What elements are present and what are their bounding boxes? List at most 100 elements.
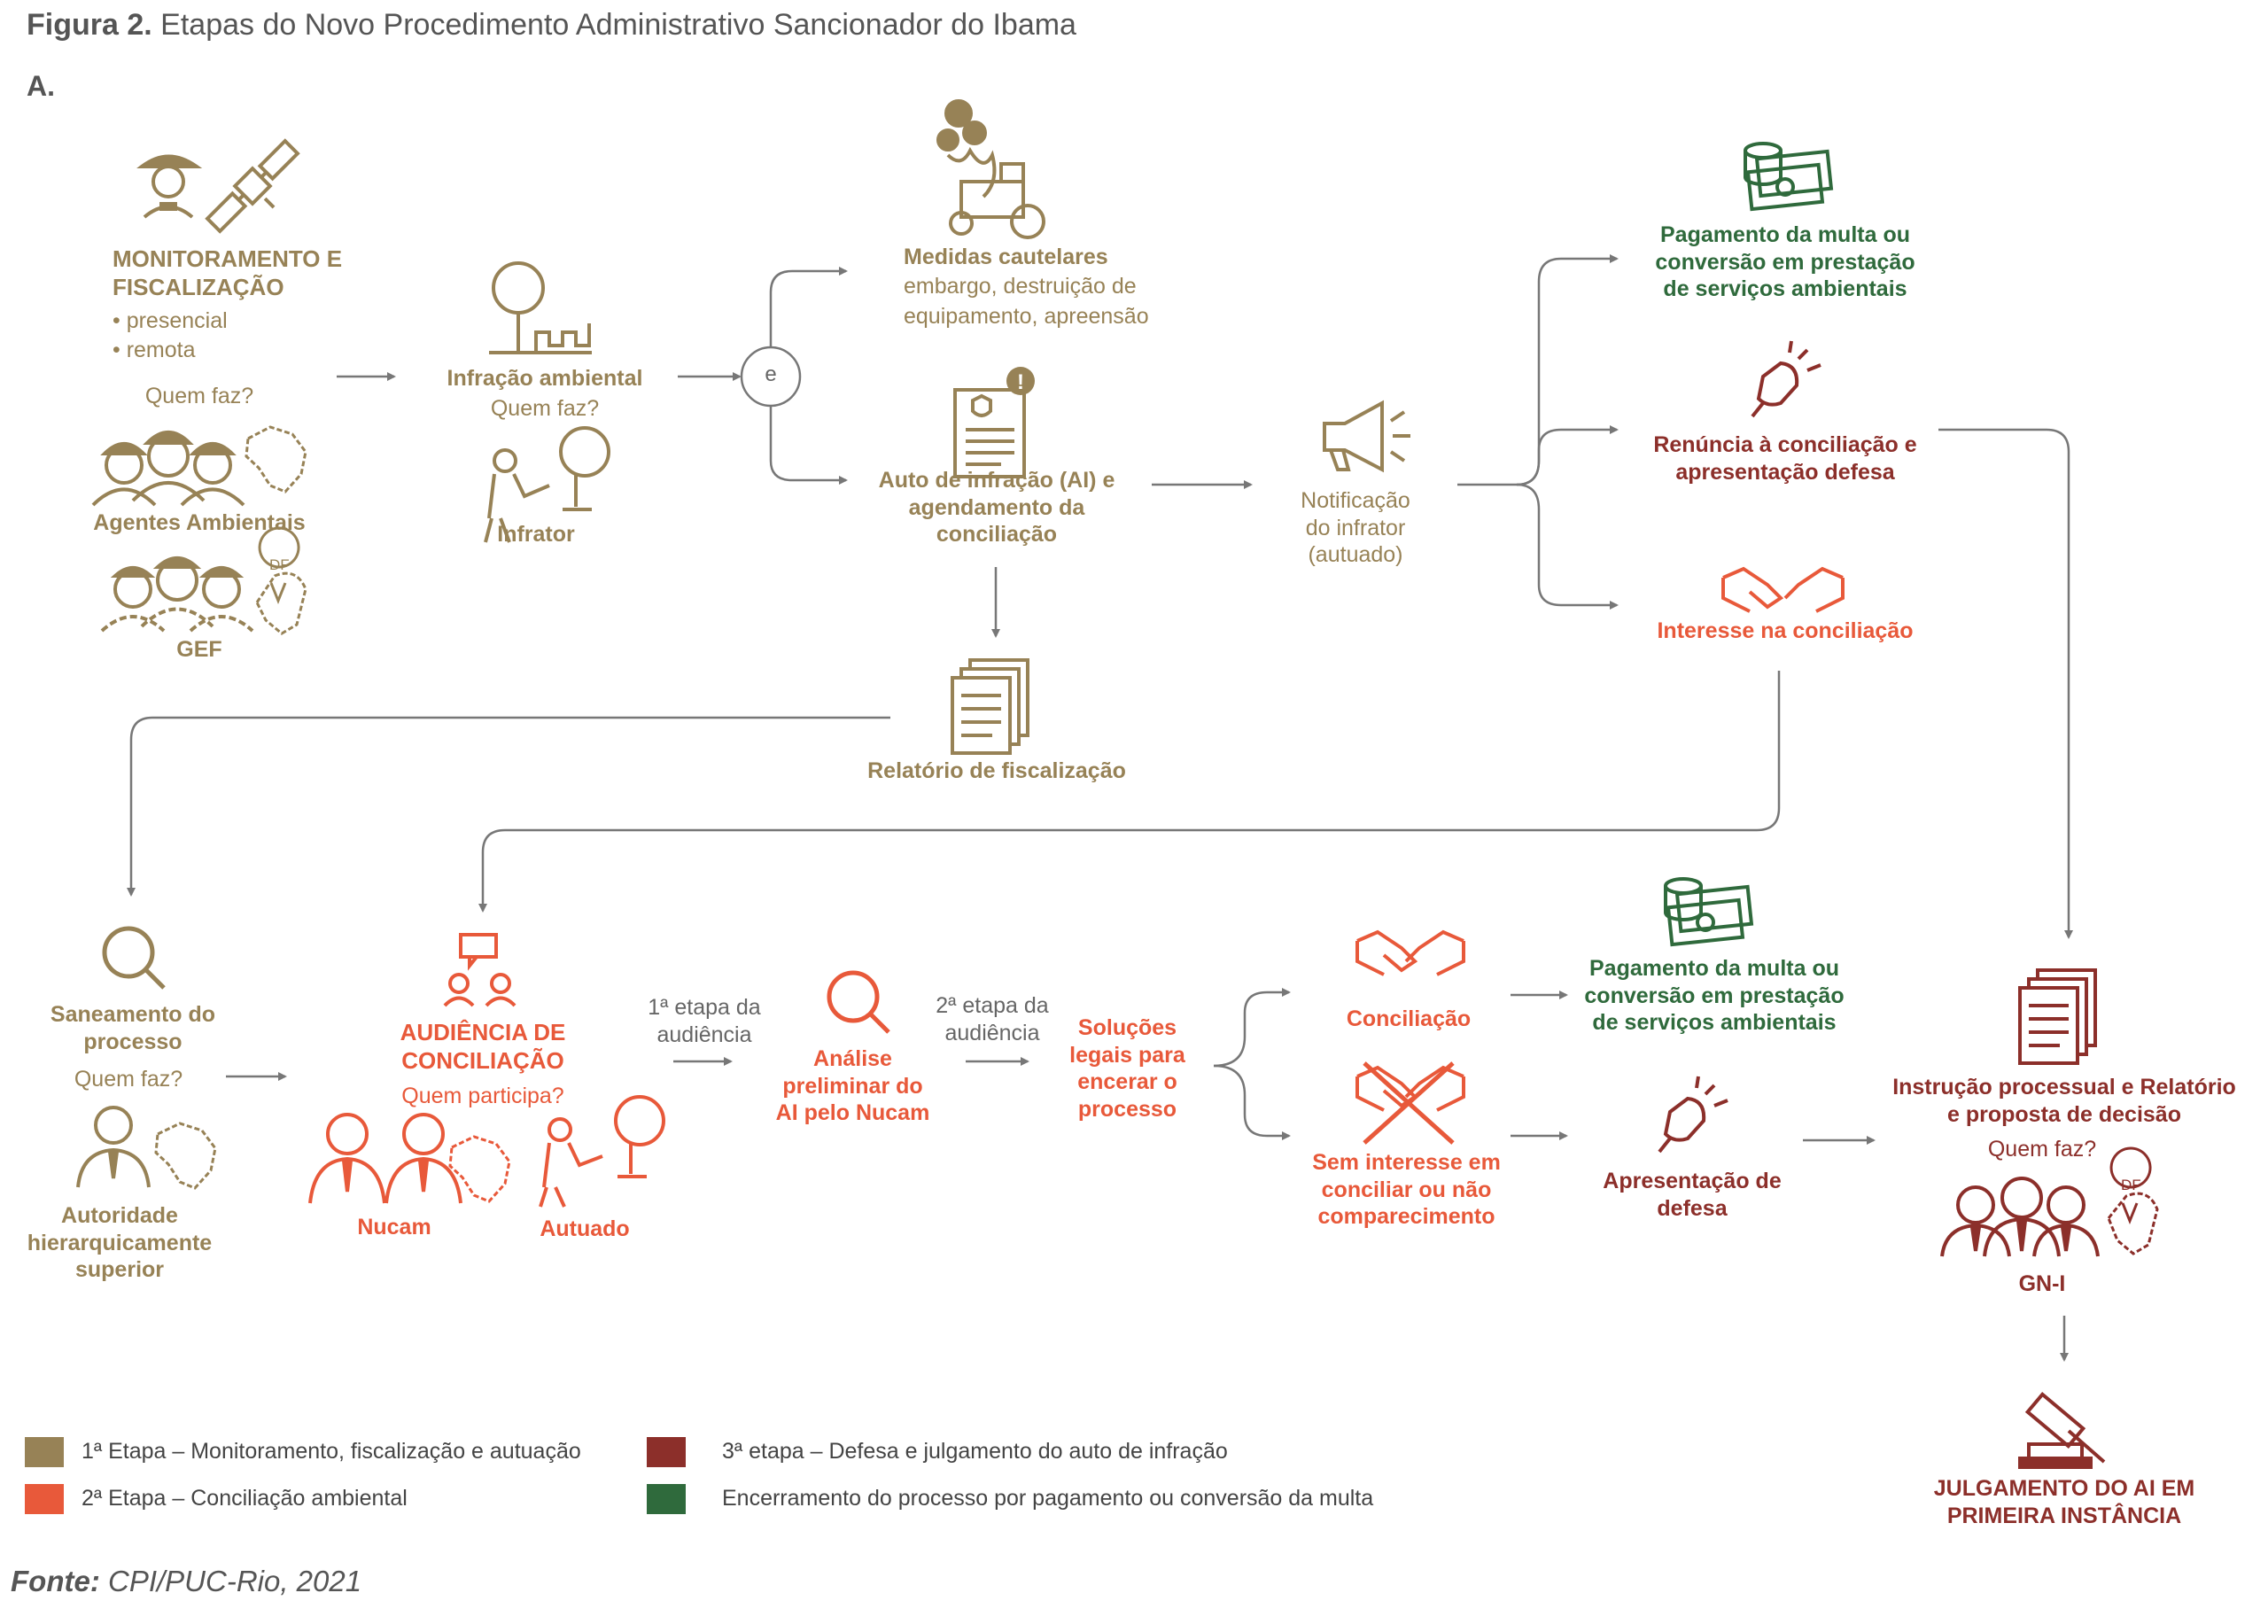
auto-line3: conciliação bbox=[936, 522, 1058, 547]
precautionary-title: Medidas cautelares bbox=[904, 245, 1108, 269]
precautionary-line2: equipamento, apreensão bbox=[904, 304, 1149, 329]
instruction-line2: e proposta de decisão bbox=[1947, 1101, 2181, 1127]
nucam-label: Nucam bbox=[357, 1215, 431, 1239]
no-interest-line1: Sem interesse em bbox=[1312, 1150, 1501, 1175]
source-note: Fonte: CPI/PUC-Rio, 2021 bbox=[11, 1564, 361, 1599]
megaphone-icon bbox=[1323, 400, 1410, 473]
defense-line2: defesa bbox=[1657, 1195, 1728, 1221]
infraction-title: Infração ambiental bbox=[447, 366, 643, 391]
lumberjack-icon bbox=[484, 426, 610, 543]
brazil-map-icon-hearing bbox=[448, 1135, 511, 1203]
judgment-line1: JULGAMENTO DO AI EM bbox=[1933, 1476, 2195, 1501]
df-pin-icon-monitoring bbox=[255, 526, 307, 635]
hearing-line1: AUDIÊNCIA DE bbox=[400, 1019, 566, 1045]
auto-line2: agendamento da bbox=[908, 494, 1085, 520]
df-pin-icon-gni bbox=[2107, 1146, 2159, 1255]
infraction-who: Quem faz? bbox=[490, 396, 600, 421]
renounce-line2: apresentação defesa bbox=[1675, 459, 1895, 485]
legend-label-closing: Encerramento do processo por pagamento o… bbox=[722, 1486, 1374, 1511]
sanitation-line1: Saneamento do bbox=[50, 1002, 216, 1027]
money-stack-icon-bottom bbox=[1664, 877, 1754, 947]
sanitation-who: Quem faz? bbox=[74, 1067, 183, 1092]
tree-factory-icon bbox=[489, 261, 592, 354]
infractor-label: Infrator bbox=[497, 522, 575, 547]
monitoring-title-line1: MONITORAMENTO E bbox=[113, 245, 343, 272]
legend-swatch-stage3 bbox=[647, 1437, 686, 1467]
branch-solutions-down bbox=[1213, 1064, 1291, 1140]
source-label: Fonte: bbox=[11, 1565, 100, 1597]
fist-icon-bottom bbox=[1658, 1076, 1728, 1154]
branch-solutions-up bbox=[1213, 988, 1291, 1068]
payment-top-line3: de serviços ambientais bbox=[1663, 276, 1907, 301]
legend-swatch-closing bbox=[647, 1484, 686, 1514]
inspector-icon bbox=[136, 154, 203, 219]
branch-mid bbox=[1516, 425, 1619, 486]
payment-bottom-line1: Pagamento da multa ou bbox=[1589, 956, 1839, 981]
legend-swatch-stage1 bbox=[25, 1437, 64, 1467]
hearing-who: Quem participa? bbox=[401, 1084, 564, 1108]
payment-bottom-line3: de serviços ambientais bbox=[1592, 1010, 1837, 1035]
handshake-icon-conciliation bbox=[1355, 929, 1465, 976]
and-node-label: e bbox=[765, 362, 777, 386]
step2-line2: audiência bbox=[944, 1020, 1040, 1045]
infraction-notice-icon: ! bbox=[953, 367, 1035, 478]
authority-line3: superior bbox=[74, 1257, 165, 1282]
legend-label-stage2: 2ª Etapa – Conciliação ambiental bbox=[82, 1486, 408, 1511]
figure-label: Figura 2. bbox=[27, 8, 152, 42]
solutions-line2: legais para bbox=[1069, 1042, 1185, 1068]
figure-title: Figura 2. Etapas do Novo Procedimento Ad… bbox=[27, 7, 1076, 43]
payment-top-line1: Pagamento da multa ou bbox=[1660, 222, 1910, 247]
branch-top bbox=[1516, 254, 1619, 486]
gni-group-icon bbox=[1940, 1177, 2100, 1257]
legend-label-stage3: 3ª etapa – Defesa e julgamento do auto d… bbox=[722, 1439, 1228, 1464]
instruction-stack-icon bbox=[2018, 968, 2097, 1065]
money-stack-icon-top bbox=[1744, 142, 1834, 212]
crossed-handshake-icon bbox=[1355, 1061, 1465, 1145]
gef-label: GEF bbox=[176, 637, 222, 662]
conciliation-title: Conciliação bbox=[1346, 1006, 1472, 1031]
solutions-line1: Soluções bbox=[1077, 1015, 1177, 1040]
analysis-line3: AI pelo Nucam bbox=[775, 1100, 930, 1125]
legend-label-stage1: 1ª Etapa – Monitoramento, fiscalização e… bbox=[82, 1439, 581, 1464]
monitoring-item-remota: • remota bbox=[113, 338, 196, 362]
arrow-report-to-sanitation bbox=[127, 716, 890, 897]
gavel-icon bbox=[2018, 1391, 2106, 1469]
step1-line1: 1ª etapa da bbox=[648, 995, 761, 1020]
report-stack-icon bbox=[951, 658, 1029, 755]
arrow-renounce-to-instruction bbox=[1938, 428, 2073, 939]
notification-line1: Notificação bbox=[1301, 488, 1410, 513]
analysis-line1: Análise bbox=[813, 1046, 892, 1071]
magnifier-icon-analysis bbox=[827, 970, 890, 1034]
authority-icon bbox=[76, 1106, 151, 1188]
payment-bottom-line2: conversão em prestação bbox=[1584, 983, 1845, 1008]
analysis-line2: preliminar do bbox=[782, 1073, 923, 1099]
gef-group-icon bbox=[100, 556, 254, 633]
authority-line2: hierarquicamente bbox=[27, 1230, 213, 1255]
interest-title: Interesse na conciliação bbox=[1657, 618, 1914, 643]
notification-line2: do infrator bbox=[1305, 515, 1406, 540]
solutions-line3: encerar o bbox=[1077, 1069, 1177, 1094]
and-node-circle bbox=[740, 346, 802, 408]
report-title: Relatório de fiscalização bbox=[867, 758, 1126, 783]
precautionary-line1: embargo, destruição de bbox=[904, 274, 1137, 299]
brazil-map-icon bbox=[245, 425, 307, 493]
defense-line1: Apresentação de bbox=[1603, 1169, 1782, 1193]
authority-line1: Autoridade bbox=[61, 1203, 178, 1228]
arrow-and-to-auto bbox=[769, 406, 848, 485]
instruction-line1: Instrução processual e Relatório bbox=[1892, 1075, 2236, 1100]
monitoring-item-presencial: • presencial bbox=[113, 308, 228, 333]
autuado-label: Autuado bbox=[540, 1216, 630, 1241]
brazil-map-icon-authority bbox=[154, 1122, 217, 1190]
no-interest-line3: comparecimento bbox=[1317, 1204, 1495, 1229]
